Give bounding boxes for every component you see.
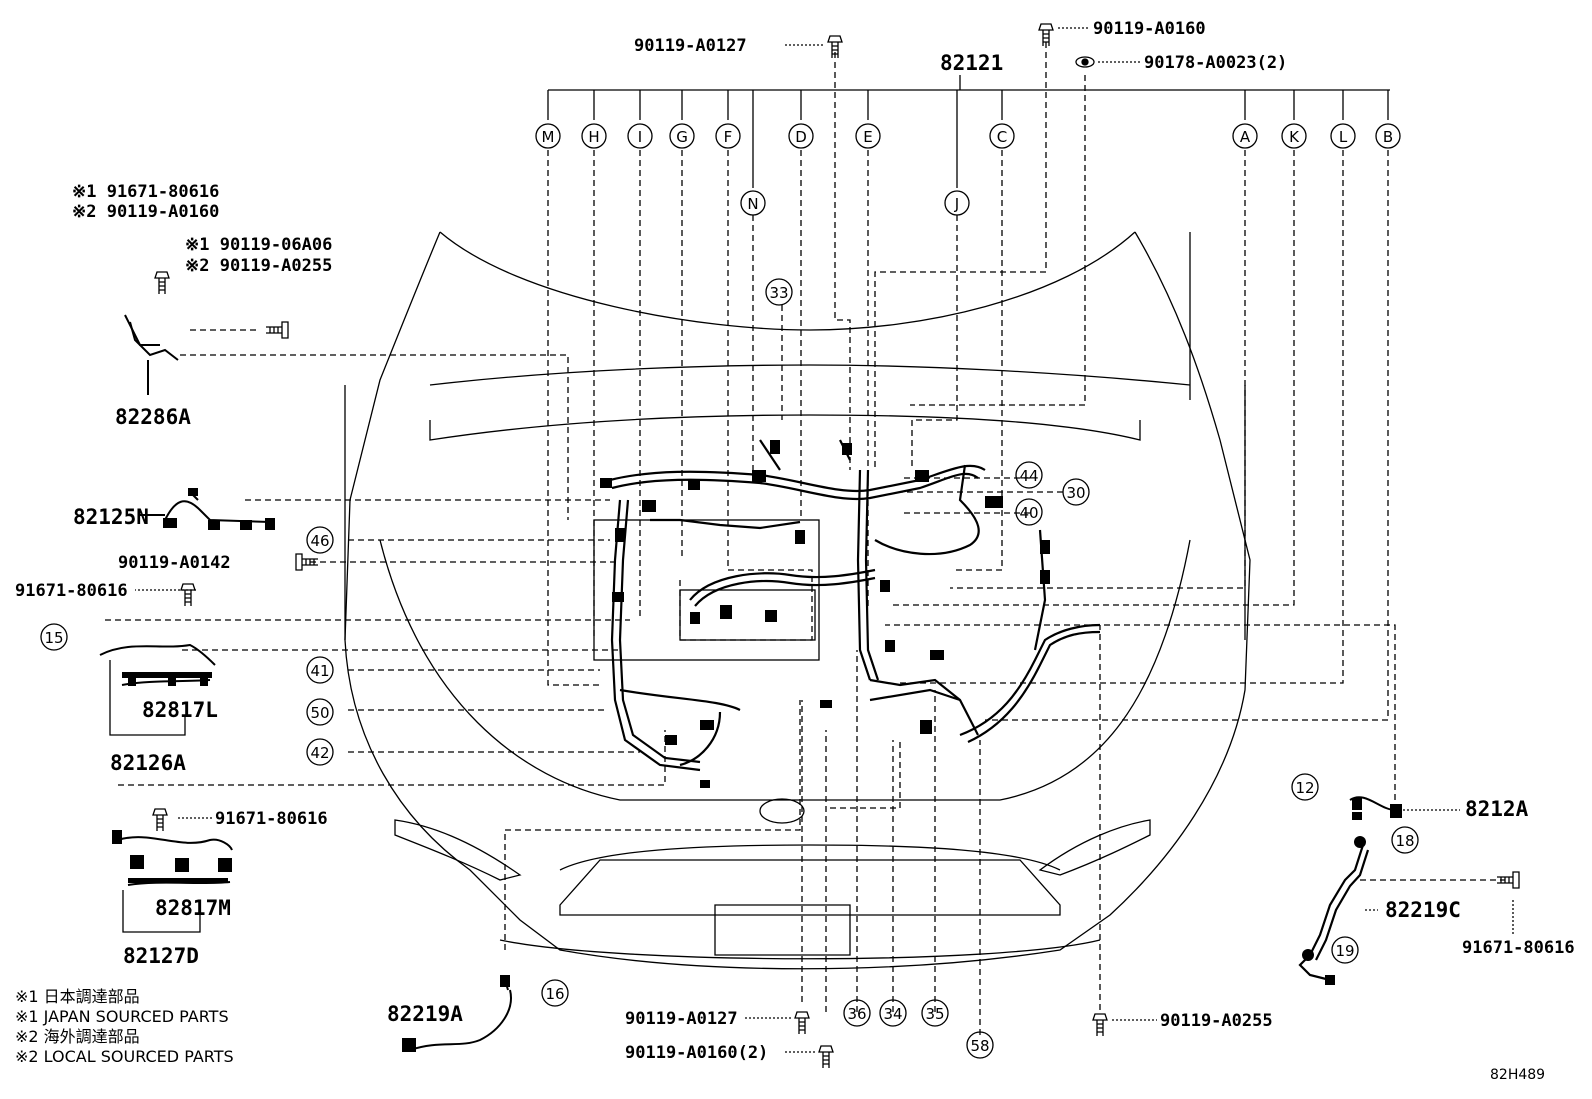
part-label-82219C: 82219C [1385, 898, 1461, 922]
part-82125N-drawing [140, 491, 271, 523]
bolt-label-right-lower: 91671-80616 [1462, 938, 1575, 958]
part-82286A-drawing [124, 314, 179, 395]
part-82219C-drawing [1298, 844, 1370, 982]
bolt-label-left-lower: 91671-80616 [215, 809, 328, 829]
callout-44: 44 [1019, 467, 1038, 485]
drawing-reference: 82H489 [1490, 1067, 1545, 1083]
harness-connectors [600, 440, 1050, 788]
part-label-8212A: 8212A [1465, 797, 1529, 821]
letter-E: E [863, 128, 872, 146]
bolt-label-left-1b: ※2 90119-A0160 [72, 202, 219, 222]
letter-A: A [1240, 128, 1251, 146]
label-leaders [135, 27, 1514, 1053]
callout-40: 40 [1019, 504, 1038, 522]
letter-N: N [747, 195, 758, 213]
letter-B: B [1383, 128, 1393, 146]
letter-L: L [1339, 128, 1348, 146]
callout-33: 33 [769, 284, 788, 302]
callout-34: 34 [883, 1005, 902, 1023]
main-harness [609, 439, 1101, 772]
part-label-82127D: 82127D [123, 944, 199, 968]
letter-H: H [588, 128, 599, 146]
part-label-82286A: 82286A [115, 405, 191, 429]
callout-58: 58 [970, 1037, 989, 1055]
callout-41: 41 [310, 662, 329, 680]
note-local-jp: ※2 海外調達部品 [15, 1027, 140, 1046]
part-label-82125N: 82125N [73, 505, 149, 529]
note-japan-en: ※1 JAPAN SOURCED PARTS [15, 1007, 229, 1026]
bolt-label-bottom-3: 90119-A0255 [1160, 1011, 1273, 1031]
letter-F: F [724, 128, 733, 146]
part-label-82817L: 82817L [142, 698, 218, 722]
bolt-label-left-mid: 90119-A0142 [118, 553, 231, 573]
part-label-82817M: 82817M [155, 896, 231, 920]
harness-frames [593, 519, 820, 661]
bolt-label-top-center: 90119-A0127 [634, 36, 747, 56]
callout-42: 42 [310, 744, 329, 762]
vehicle-outline [344, 231, 1251, 970]
letter-D: D [795, 128, 807, 146]
bolt-label-left-2b: ※2 90119-A0255 [185, 256, 332, 276]
bolt-label-top-right: 90119-A0160 [1093, 19, 1206, 39]
part-label-82219A: 82219A [387, 1002, 463, 1026]
letter-G: G [676, 128, 688, 146]
callout-35: 35 [925, 1005, 944, 1023]
letter-J: J [954, 195, 959, 213]
letter-C: C [997, 128, 1007, 146]
part-label-82126A: 82126A [110, 751, 186, 775]
letter-bracket [547, 75, 1390, 188]
bolt-label-top-nut: 90178-A0023(2) [1144, 53, 1287, 73]
note-japan-jp: ※1 日本調達部品 [15, 987, 140, 1006]
callout-circles [40, 278, 1419, 1059]
callout-50: 50 [310, 704, 329, 722]
leader-lines [105, 42, 1505, 1035]
part-82817L-drawing [99, 643, 216, 686]
bolt-label-bottom-2: 90119-A0160(2) [625, 1043, 768, 1063]
letter-circles [535, 123, 1401, 216]
bolt-label-left-2a: ※1 90119-06A06 [185, 235, 332, 255]
callout-19: 19 [1335, 942, 1354, 960]
main-part-label: 82121 [940, 51, 1003, 75]
bolt-label-left-low: 91671-80616 [15, 581, 128, 601]
callout-46: 46 [310, 532, 329, 550]
callout-15: 15 [44, 629, 63, 647]
note-local-en: ※2 LOCAL SOURCED PARTS [15, 1047, 234, 1066]
callout-18: 18 [1395, 832, 1414, 850]
callout-12: 12 [1295, 779, 1314, 797]
bolt-icons [152, 23, 1520, 1068]
letter-I: I [638, 128, 642, 146]
callout-30: 30 [1066, 484, 1085, 502]
bolt-label-bottom-1: 90119-A0127 [625, 1009, 738, 1029]
letter-K: K [1289, 128, 1300, 146]
callout-16: 16 [545, 985, 564, 1003]
bolt-label-left-1a: ※1 91671-80616 [72, 182, 219, 202]
letter-M: M [542, 128, 555, 146]
callout-36: 36 [847, 1005, 866, 1023]
